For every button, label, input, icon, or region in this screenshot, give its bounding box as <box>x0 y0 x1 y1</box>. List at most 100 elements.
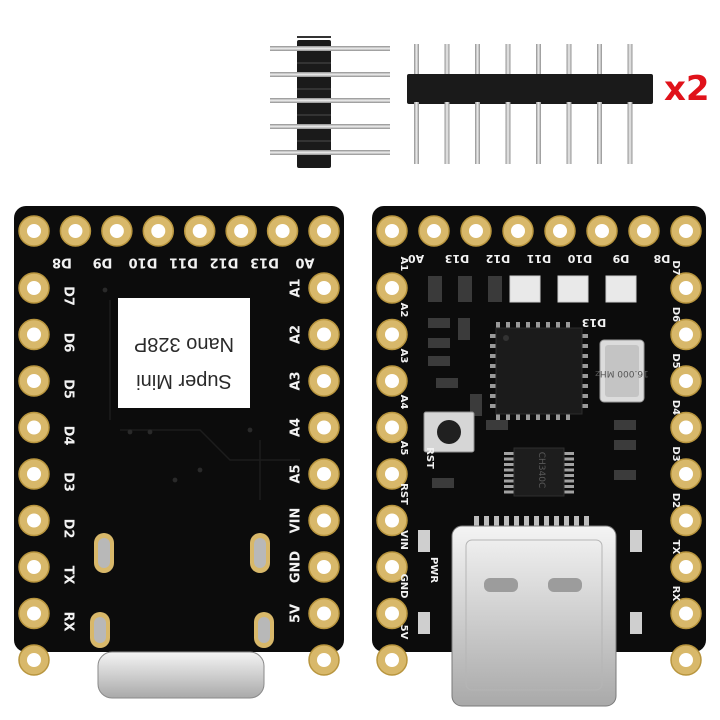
pin-label-d13: D13 <box>445 252 469 265</box>
castellated-pad <box>376 644 408 676</box>
usb-c-connector-back <box>97 651 265 699</box>
castellated-pad <box>670 551 702 583</box>
header-pin <box>566 44 572 76</box>
castellated-pad <box>628 215 660 247</box>
header-pin <box>597 102 602 164</box>
pin-label-d5: D5 <box>61 379 76 399</box>
pin-label-d2: D2 <box>670 493 681 508</box>
pin-label-a2: A2 <box>289 325 304 344</box>
header-pin <box>475 44 480 76</box>
pin-label-a3: A3 <box>289 371 304 390</box>
pin-label-d8: D8 <box>654 252 671 265</box>
castellated-pad <box>670 411 702 444</box>
header-pin <box>536 44 541 76</box>
castellated-pad <box>18 272 50 304</box>
pin-label-d12: D12 <box>210 255 239 270</box>
castellated-pad <box>308 597 340 630</box>
castellated-pad <box>308 411 340 444</box>
castellated-pad <box>18 318 50 351</box>
header-pin <box>270 124 390 129</box>
pin-label-a0: A0 <box>295 255 314 270</box>
castellated-pad <box>308 504 340 537</box>
castellated-pad <box>376 504 408 537</box>
castellated-pad <box>376 597 408 630</box>
castellated-pad <box>502 215 534 247</box>
pin-label-vin: VIN <box>289 508 304 534</box>
castellated-pad <box>308 551 340 583</box>
castellated-pad <box>670 597 702 630</box>
mcu-chip <box>490 322 588 420</box>
pin-label-d4: D4 <box>670 400 681 415</box>
sticker-text-line2: Super Mini <box>136 370 232 392</box>
pin-label-rx: RX <box>61 611 76 631</box>
header-pin <box>444 44 450 76</box>
pin-label-tx: TX <box>670 540 681 555</box>
pin-label-d7: D7 <box>670 260 681 275</box>
pin-label-d12: D12 <box>486 252 510 265</box>
pin-label-d11: D11 <box>169 255 198 270</box>
led-label-d13: D13 <box>582 316 606 329</box>
pin-label-d8: D8 <box>52 255 72 270</box>
led-label-pwr: PWR <box>428 557 439 583</box>
usb-c-connector-front <box>451 516 617 707</box>
pin-label-a1: A1 <box>398 257 409 272</box>
pin-label-d10: D10 <box>129 255 158 270</box>
header-pin <box>597 44 602 76</box>
header-pin <box>414 44 419 76</box>
castellated-pad <box>18 597 50 630</box>
castellated-pad <box>308 458 340 490</box>
castellated-pad <box>376 272 408 304</box>
castellated-pad <box>670 644 702 676</box>
pin-label-a4: A4 <box>289 418 304 437</box>
pin-label-d11: D11 <box>527 252 551 265</box>
castellated-pad <box>376 215 408 247</box>
header-pin <box>566 102 572 164</box>
castellated-pad <box>225 215 257 247</box>
reset-button <box>423 411 475 453</box>
castellated-pad <box>18 504 50 537</box>
castellated-pad <box>376 318 408 351</box>
castellated-pad <box>308 644 340 676</box>
castellated-pad <box>308 215 340 247</box>
castellated-pad <box>418 215 450 247</box>
usb-serial-chip: CH340C <box>504 447 574 497</box>
castellated-pad <box>376 551 408 583</box>
castellated-pad <box>18 644 50 676</box>
pin-label-d6: D6 <box>61 333 76 353</box>
pin-label-rst: RST <box>398 483 409 505</box>
pin-label-a2: A2 <box>398 303 409 318</box>
castellated-pad <box>376 458 408 490</box>
button-label-rst: RST <box>424 447 435 469</box>
passive-components <box>428 318 636 488</box>
led-row <box>428 275 637 303</box>
castellated-pad <box>18 458 50 490</box>
header-pin <box>505 102 511 164</box>
castellated-pad <box>376 411 408 444</box>
castellated-pad <box>670 318 702 351</box>
header-pin <box>270 72 390 77</box>
castellated-pad <box>586 215 618 247</box>
pin-label-a4: A4 <box>398 395 409 410</box>
pin-label-d9: D9 <box>613 252 630 265</box>
pin-label-a1: A1 <box>289 278 304 297</box>
pin-label-d4: D4 <box>61 426 76 446</box>
castellated-pad <box>670 272 702 304</box>
pin-header-5-pin <box>270 36 390 168</box>
castellated-pad <box>142 215 175 247</box>
header-pin <box>444 102 450 164</box>
header-pin <box>475 102 480 164</box>
castellated-pad <box>308 365 340 397</box>
pin-label-d7: D7 <box>61 286 76 306</box>
castellated-pad <box>18 365 50 397</box>
castellated-pad <box>18 215 50 247</box>
pin-label-d5: D5 <box>670 353 681 368</box>
sticker-text-line1: Nano 328P <box>134 333 234 355</box>
crystal-oscillator: 16.000 MHz <box>595 339 649 403</box>
pin-label-a3: A3 <box>398 349 409 364</box>
header-pin <box>505 44 511 76</box>
castellated-pad <box>670 215 702 247</box>
pin-label-a5: A5 <box>289 464 304 483</box>
pin-label-5v: 5V <box>398 625 409 640</box>
